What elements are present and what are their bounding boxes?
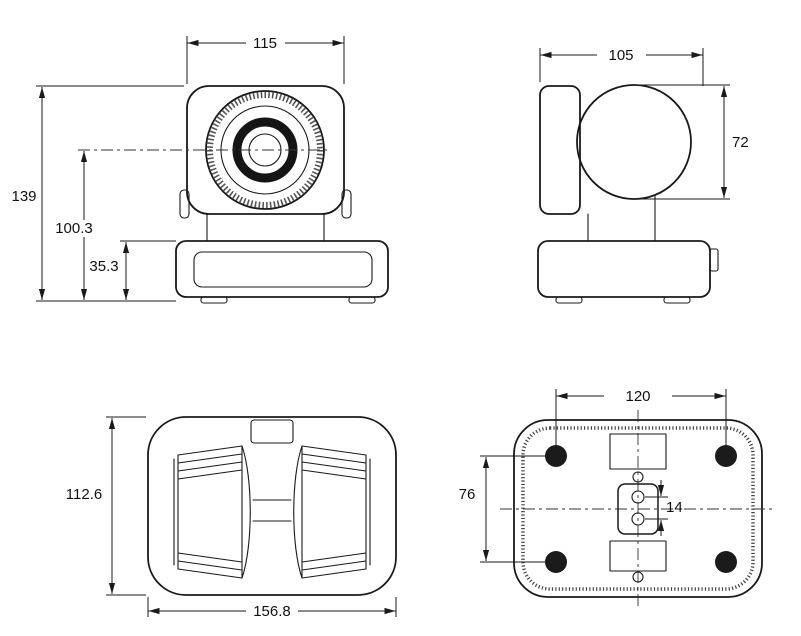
dim-label-front-overall-height: 139 (11, 188, 36, 205)
dim-ext-bottom-span-x (555, 389, 727, 452)
dim-label-bottom-screw-spacing: 14 (666, 499, 683, 516)
top-center-left-edge (241, 445, 251, 579)
bottom-mount-hole-upper (631, 490, 645, 504)
top-right-wing-ribs (301, 453, 367, 571)
top-view: 112.6 156.8 (66, 416, 397, 620)
side-front-foot (555, 296, 583, 304)
front-ir-panel (193, 251, 373, 288)
bottom-top-screw (632, 471, 644, 483)
dim-label-top-depth: 112.6 (66, 486, 102, 503)
front-base-outline (175, 240, 389, 298)
dim-ext-top-depth (106, 416, 146, 596)
side-neck (587, 195, 656, 242)
dim-ext-bottom-span-y (480, 455, 550, 563)
dim-label-side-depth: 105 (608, 47, 633, 64)
side-rear-connector (709, 248, 719, 272)
top-right-wing (301, 445, 367, 579)
dim-label-front-base-height: 35.3 (89, 258, 118, 275)
dim-label-bottom-span-y: 76 (459, 486, 476, 503)
top-left-wing-ribs (177, 453, 243, 571)
bottom-view: 120 76 14 (459, 388, 776, 607)
bottom-bottom-slot (609, 540, 667, 572)
dim-label-bg (52, 220, 97, 237)
bottom-mount-plate (617, 483, 659, 535)
dim-label-bottom-span-x: 120 (625, 388, 650, 405)
dim-ext-front-width (186, 36, 345, 84)
dim-ext-top-width (147, 597, 397, 617)
dim-label-side-head-height: 72 (732, 134, 749, 151)
dim-ext-side-head (640, 84, 730, 200)
front-right-foot (348, 296, 376, 304)
bottom-foot-top-right (715, 445, 737, 467)
top-center-detail (252, 499, 292, 522)
top-body-outline (147, 416, 397, 596)
bottom-bottom-screw (632, 571, 644, 583)
front-neck (206, 213, 325, 242)
top-notch (250, 419, 294, 444)
bottom-knurled-rim (521, 426, 755, 591)
bottom-foot-top-left (545, 445, 567, 467)
side-view: 105 72 (537, 47, 749, 304)
dim-ext-bottom-screw-spacing (645, 496, 668, 520)
side-base-outline (537, 240, 711, 298)
dim-label-front-width: 115 (253, 35, 277, 52)
bottom-mount-hole-lower (631, 512, 645, 526)
dim-label-front-lens-height: 100.3 (55, 220, 93, 237)
side-bracket (539, 85, 581, 215)
side-head-circle (576, 84, 692, 200)
front-right-hinge (341, 189, 352, 219)
bottom-foot-bottom-left (545, 551, 567, 573)
dim-ext-side-depth (539, 48, 704, 86)
front-view: 115 139 100.3 35.3 (11, 35, 389, 304)
front-left-hinge (179, 189, 190, 219)
dim-label-top-width: 156.8 (253, 603, 291, 620)
top-left-wing (177, 445, 243, 579)
top-center-right-edge (293, 445, 303, 579)
bottom-foot-bottom-right (715, 551, 737, 573)
front-left-foot (200, 296, 228, 304)
side-rear-foot (663, 296, 691, 304)
bottom-top-slot (609, 433, 667, 470)
